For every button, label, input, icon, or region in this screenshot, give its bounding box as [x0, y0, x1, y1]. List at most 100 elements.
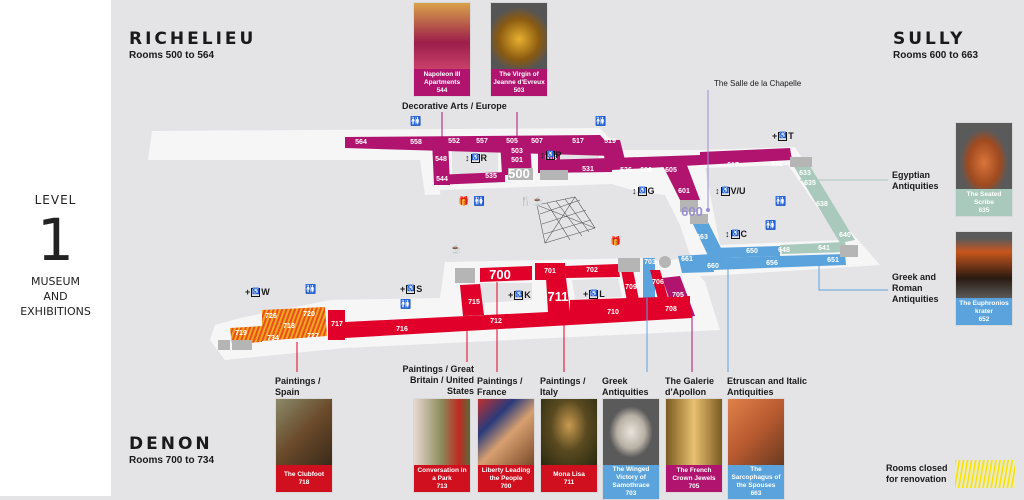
room-label[interactable]: 606	[640, 167, 652, 174]
room-label[interactable]: 715	[468, 299, 480, 306]
restroom-icon: 🚻	[595, 116, 607, 126]
room-label[interactable]: 632	[771, 161, 783, 168]
room-label[interactable]: 640	[839, 232, 851, 239]
room-label[interactable]: 702	[586, 267, 598, 274]
room-label[interactable]: 651	[827, 257, 839, 264]
room-label[interactable]: 633	[799, 170, 811, 177]
artwork-image	[666, 399, 722, 465]
room-label[interactable]: 600	[681, 204, 703, 219]
collection-paintings-gb-us: Paintings / Great Britain / United State…	[402, 364, 474, 396]
room-label[interactable]: 705	[672, 292, 684, 299]
room-label[interactable]: 564	[355, 139, 367, 146]
room-label[interactable]: 708	[665, 306, 677, 313]
restaurant-icon: 🍴	[520, 196, 532, 206]
elevator-p[interactable]: ↕♿P	[540, 150, 562, 161]
elevator-vu[interactable]: ↕♿V/U	[715, 186, 746, 197]
artwork-room: 503	[513, 86, 525, 94]
room-label[interactable]: 531	[582, 166, 594, 173]
room-label[interactable]: 505	[506, 138, 518, 145]
room-label[interactable]: 501	[511, 157, 523, 164]
elevator-t[interactable]: +♿T	[772, 131, 794, 142]
room-label[interactable]: 720	[303, 311, 315, 318]
artwork-room: 663	[750, 490, 762, 497]
elevator-c[interactable]: ↕♿C	[725, 229, 747, 240]
room-label[interactable]: 641	[818, 245, 830, 252]
room-label[interactable]: 734	[267, 335, 279, 342]
room-label[interactable]: 706	[652, 279, 664, 286]
room-label[interactable]: 700	[489, 267, 511, 282]
room-label[interactable]: 663	[696, 234, 708, 241]
room-label[interactable]: 557	[476, 138, 488, 145]
room-label[interactable]: 718	[283, 323, 295, 330]
room-label[interactable]: 660	[707, 263, 719, 270]
room-label[interactable]: 716	[396, 326, 408, 333]
room-label[interactable]: 703	[644, 259, 656, 266]
elevator-icon: +	[583, 289, 589, 299]
elevator-g[interactable]: ↕♿G	[632, 186, 655, 197]
room-label[interactable]: 648	[778, 247, 790, 254]
room-label[interactable]: 726	[265, 313, 277, 320]
room-label[interactable]: 519	[604, 138, 616, 145]
elevator-icon: +	[400, 284, 406, 294]
room-label[interactable]: 638	[816, 201, 828, 208]
room-label[interactable]: 544	[436, 176, 448, 183]
facility-label: V/U	[730, 186, 746, 196]
elevator-k[interactable]: +♿K	[508, 290, 531, 301]
room-label[interactable]: 710	[607, 309, 619, 316]
facility-label: T	[788, 131, 794, 141]
facility-label: W	[261, 287, 270, 297]
facility-label: K	[524, 290, 531, 300]
elevator-s[interactable]: +♿S	[400, 284, 422, 295]
elevator-w[interactable]: +♿W	[245, 287, 270, 298]
room-label[interactable]: 507	[531, 138, 543, 145]
restroom-icon: 🚻	[775, 196, 787, 206]
level-panel: LEVEL 1 MUSEUM AND EXHIBITIONS	[0, 0, 111, 496]
room-label[interactable]: 650	[746, 248, 758, 255]
room-label[interactable]: 548	[435, 156, 447, 163]
room-label[interactable]: 552	[448, 138, 460, 145]
room-label[interactable]: 711	[547, 289, 569, 304]
room-label[interactable]: 605	[665, 167, 677, 174]
room-label[interactable]: 601	[678, 188, 690, 195]
artwork-title: Liberty Leading the People	[481, 466, 531, 482]
room-label[interactable]: 500	[508, 166, 530, 181]
room-label[interactable]: 558	[410, 139, 422, 146]
elevator-l[interactable]: +♿L	[583, 289, 605, 300]
room-label[interactable]: 617	[727, 162, 739, 169]
room-label[interactable]: 516	[545, 155, 557, 162]
room-label[interactable]: 712	[490, 318, 502, 325]
room-label[interactable]: 661	[681, 256, 693, 263]
room-label[interactable]: 535	[485, 173, 497, 180]
room-label[interactable]: 526	[620, 167, 632, 174]
room-label[interactable]: 727	[307, 333, 319, 340]
room-label[interactable]: 717	[331, 321, 343, 328]
gift-icon: 🎁	[458, 196, 470, 206]
stair-blocks	[218, 157, 858, 350]
room-label[interactable]: 635	[804, 180, 816, 187]
greek-rooms	[643, 222, 846, 298]
level-subtitle-line: AND	[43, 290, 68, 303]
room-label[interactable]: 656	[766, 260, 778, 267]
room-label[interactable]: 517	[572, 138, 584, 145]
wing-sully-rooms: Rooms 600 to 663	[893, 50, 979, 61]
room-label[interactable]: 709	[625, 284, 637, 291]
restaurant-cafe-icons: 🍴☕	[520, 196, 543, 207]
room-label[interactable]: 701	[544, 268, 556, 275]
room-label[interactable]: 719	[235, 330, 247, 337]
elevator-r[interactable]: ↕♿R	[465, 153, 487, 164]
room-label[interactable]: 503	[511, 148, 523, 155]
